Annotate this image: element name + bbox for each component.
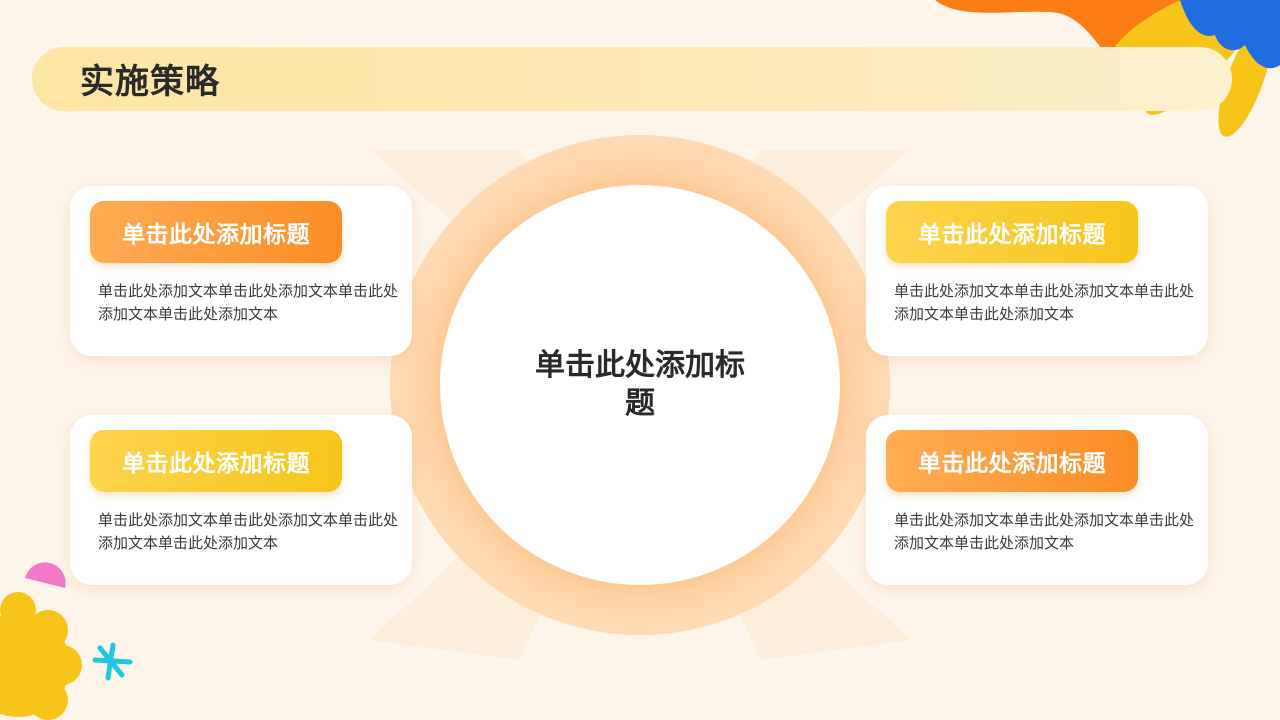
strategy-card-top-left[interactable]: 单击此处添加标题 单击此处添加文本单击此处添加文本单击此处添加文本单击此处添加文… bbox=[70, 186, 412, 356]
card-title-pill[interactable]: 单击此处添加标题 bbox=[886, 430, 1138, 492]
cyan-star-decoration bbox=[92, 642, 133, 681]
card-text[interactable]: 单击此处添加文本单击此处添加文本单击此处添加文本单击此处添加文本 bbox=[894, 511, 1195, 552]
card-title-pill[interactable]: 单击此处添加标题 bbox=[90, 430, 342, 492]
card-title-pill[interactable]: 单击此处添加标题 bbox=[886, 201, 1138, 263]
pink-half-circle-decoration bbox=[25, 562, 66, 588]
card-text[interactable]: 单击此处添加文本单击此处添加文本单击此处添加文本单击此处添加文本 bbox=[894, 282, 1195, 323]
card-text[interactable]: 单击此处添加文本单击此处添加文本单击此处添加文本单击此处添加文本 bbox=[98, 282, 399, 323]
strategy-card-bottom-left[interactable]: 单击此处添加标题 单击此处添加文本单击此处添加文本单击此处添加文本单击此处添加文… bbox=[70, 415, 412, 585]
strategy-card-bottom-right[interactable]: 单击此处添加标题 单击此处添加文本单击此处添加文本单击此处添加文本单击此处添加文… bbox=[866, 415, 1208, 585]
title-bar bbox=[32, 47, 1232, 111]
card-title-pill[interactable]: 单击此处添加标题 bbox=[90, 201, 342, 263]
bottom-left-flower-decoration bbox=[0, 592, 82, 720]
center-circle[interactable]: 单击此处添加标题 bbox=[440, 185, 840, 585]
card-text[interactable]: 单击此处添加文本单击此处添加文本单击此处添加文本单击此处添加文本 bbox=[98, 511, 399, 552]
strategy-card-top-right[interactable]: 单击此处添加标题 单击此处添加文本单击此处添加文本单击此处添加文本单击此处添加文… bbox=[866, 186, 1208, 356]
page-title: 实施策略 bbox=[80, 62, 220, 102]
center-title: 单击此处添加标题 bbox=[535, 348, 745, 421]
